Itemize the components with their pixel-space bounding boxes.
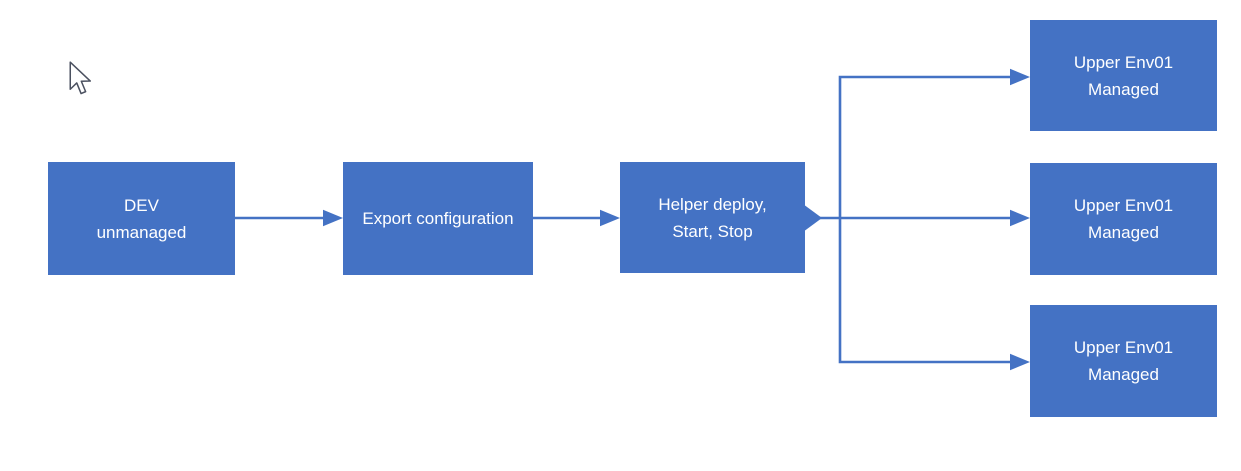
connector-helper-to-upper-middle bbox=[817, 209, 1030, 227]
flow-node-upper-env01-managed-bottom[interactable]: Upper Env01 Managed bbox=[1030, 305, 1217, 417]
flow-node-upper-env01-managed-top[interactable]: Upper Env01 Managed bbox=[1030, 20, 1217, 131]
arrowhead-icon bbox=[1010, 68, 1030, 86]
arrowhead-icon bbox=[323, 209, 343, 227]
connector-junction bbox=[805, 205, 822, 231]
node-label-line: Upper Env01 bbox=[1073, 338, 1174, 357]
node-label-line: Upper Env01 bbox=[1073, 52, 1174, 72]
mouse-cursor-icon bbox=[69, 61, 92, 95]
node-label-line: Start, Stop bbox=[672, 221, 753, 241]
node-label-line: Export configuration bbox=[362, 209, 514, 228]
node-label-line: Managed bbox=[1088, 365, 1159, 384]
arrowhead-icon bbox=[1010, 353, 1030, 371]
node-label-line: unmanaged bbox=[96, 222, 187, 242]
arrowhead-icon bbox=[1010, 209, 1030, 227]
connector-dev-to-export bbox=[235, 209, 343, 227]
flow-node-dev-unmanaged[interactable]: DEV unmanaged bbox=[48, 162, 235, 275]
flow-node-export-configuration[interactable]: Export configuration bbox=[343, 162, 533, 275]
node-label-line: Managed bbox=[1088, 79, 1159, 99]
node-label-line: Managed bbox=[1088, 223, 1159, 242]
node-label-line: Upper Env01 bbox=[1073, 196, 1174, 215]
connector-helper-to-upper-top bbox=[838, 68, 1030, 364]
flow-node-upper-env01-managed-middle[interactable]: Upper Env01 Managed bbox=[1030, 163, 1217, 275]
flow-node-helper-deploy-start-stop[interactable]: Helper deploy, Start, Stop bbox=[620, 162, 805, 273]
connector-export-to-helper bbox=[533, 209, 620, 227]
connector-helper-to-upper-bottom bbox=[1010, 353, 1030, 371]
node-label-line: DEV bbox=[124, 195, 159, 215]
arrowhead-icon bbox=[600, 209, 620, 227]
node-label-line: Helper deploy, bbox=[658, 194, 767, 214]
